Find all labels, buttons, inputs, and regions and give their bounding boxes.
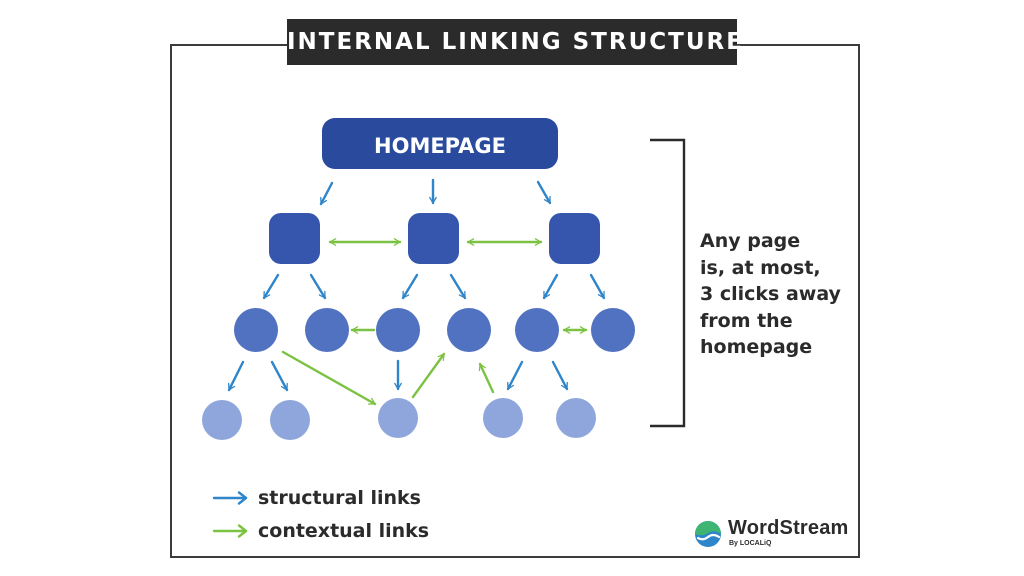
contextual-link-arrow xyxy=(478,362,495,394)
structural-link-arrow xyxy=(589,273,606,300)
contextual-link-arrow xyxy=(411,352,446,399)
brand-tagline: By LOCALiQ xyxy=(729,540,772,547)
note-line: 3 clicks away xyxy=(700,283,841,305)
structural-link-arrow xyxy=(270,360,289,392)
green-arrow-icon xyxy=(212,524,248,538)
legend-structural: structural links xyxy=(212,485,421,511)
brand-name: WordStream xyxy=(728,517,849,539)
subpage-node xyxy=(591,308,635,352)
structural-link-arrow xyxy=(309,273,327,300)
subpage-node xyxy=(447,308,491,352)
structural-link-arrow xyxy=(262,273,280,300)
legend-contextual: contextual links xyxy=(212,518,429,544)
deep-page-node xyxy=(483,398,523,438)
structural-link-arrow xyxy=(542,273,559,300)
structural-link-arrow xyxy=(401,273,419,300)
deep-page-node xyxy=(270,400,310,440)
category-node xyxy=(269,213,320,264)
note-line: Any page xyxy=(700,230,801,252)
structural-link-arrow xyxy=(536,180,552,205)
subpage-node xyxy=(234,308,278,352)
legend-contextual-label: contextual links xyxy=(258,520,430,542)
category-node xyxy=(408,213,459,264)
homepage-label: HOMEPAGE xyxy=(374,134,506,158)
depth-bracket xyxy=(650,138,686,428)
structural-link-arrow xyxy=(227,360,245,392)
deep-page-node xyxy=(556,398,596,438)
wordstream-logo-icon xyxy=(695,521,721,547)
legend-structural-label: structural links xyxy=(258,487,421,509)
note-line: homepage xyxy=(700,336,813,358)
deep-page-node xyxy=(202,400,242,440)
deep-page-node xyxy=(378,398,418,438)
category-node xyxy=(549,213,600,264)
structural-link-arrow xyxy=(319,181,334,206)
homepage-node xyxy=(322,118,558,169)
diagram-title: INTERNAL LINKING STRUCTURE xyxy=(287,19,742,65)
subpage-node xyxy=(515,308,559,352)
structural-link-arrow xyxy=(551,360,569,391)
note-line: from the xyxy=(700,309,793,332)
contextual-link-arrow xyxy=(281,350,377,406)
subpage-node xyxy=(305,308,349,352)
subpage-node xyxy=(376,308,420,352)
structural-link-arrow xyxy=(449,273,467,300)
depth-note: Any page is, at most, 3 clicks away from… xyxy=(700,228,850,361)
note-line: is, at most, xyxy=(700,256,821,279)
blue-arrow-icon xyxy=(212,491,248,505)
structural-link-arrow xyxy=(506,360,524,391)
